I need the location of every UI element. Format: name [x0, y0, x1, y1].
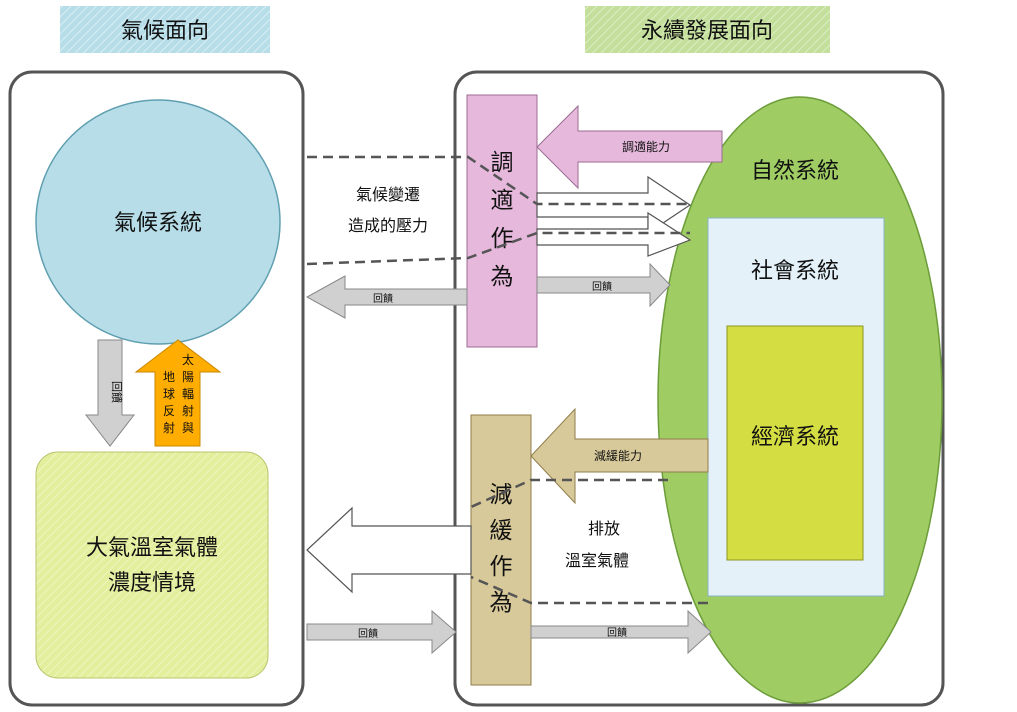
ghg-scenario-label-line2: 濃度情境: [108, 571, 196, 596]
feedback-label-down-1: 回饋: [110, 381, 124, 403]
natural-system-label: 自然系統: [751, 159, 839, 184]
adaptation-char-4: 為: [491, 264, 514, 290]
mitigation-capacity-label: 減緩能力: [594, 448, 642, 463]
adaptation-char-2: 適: [491, 188, 514, 214]
adaptive-capacity-arrow: [536, 104, 723, 190]
economic-system-node: [726, 325, 864, 561]
sustainability-header-label: 永續發展面向: [641, 19, 773, 44]
solar-char-5: 與: [182, 421, 194, 435]
feedback-arrow-adaptation-right: [536, 262, 671, 308]
earth-char-3: 反: [163, 404, 175, 418]
emissions-dashed-bottom: [470, 575, 708, 605]
mitigation-node: [470, 414, 532, 686]
solar-char-3: 輻: [182, 387, 194, 401]
adaptation-node: [466, 94, 538, 348]
earth-char-1: 地: [163, 370, 175, 384]
sustainability-header-box: [585, 6, 830, 53]
adaptation-char-1: 調: [491, 150, 514, 176]
solar-char-4: 射: [182, 403, 194, 418]
feedback-arrow-mitigation-right: [530, 609, 712, 655]
emissions-label-line2: 溫室氣體: [565, 551, 629, 570]
climate-stress-label-line2: 造成的壓力: [348, 216, 428, 235]
climate-stress-label-line1: 氣候變遷: [356, 185, 420, 204]
mitigation-effect-arrow: [306, 506, 472, 594]
mitigation-char-1: 減: [490, 482, 513, 508]
mitigation-char-3: 作: [490, 554, 513, 580]
social-system-label: 社會系統: [751, 259, 839, 284]
feedback-label-to-climate: 回饋: [373, 292, 393, 305]
climate-header-label: 氣候面向: [121, 19, 209, 44]
climate-stress-dashed-bottom: [306, 231, 690, 266]
adaptation-char-3: 作: [491, 226, 514, 252]
feedback-label-adaptation-right: 回饋: [592, 280, 612, 293]
feedback-arrow-ghg-to-mitigation: [306, 609, 457, 655]
mitigation-char-4: 為: [490, 590, 513, 616]
ghg-scenario-node: [35, 451, 269, 679]
mitigation-char-2: 緩: [490, 518, 513, 544]
feedback-arrow-to-climate: [305, 275, 468, 319]
feedback-arrow-down: [84, 339, 136, 447]
climate-header-box: [60, 6, 270, 53]
economic-system-label: 經濟系統: [751, 425, 839, 450]
solar-radiation-arrow: [134, 339, 222, 447]
ghg-scenario-label-line1: 大氣溫室氣體: [86, 536, 218, 561]
solar-char-1: 太: [182, 352, 194, 367]
emissions-dashed-top: [470, 478, 668, 509]
solar-char-2: 陽: [182, 370, 194, 384]
climate-stress-dashed-top: [307, 155, 690, 206]
adaptation-effect-arrow-2: [536, 211, 692, 257]
feedback-label-mitigation-right: 回饋: [607, 626, 627, 639]
adaptive-capacity-label: 調適能力: [622, 139, 670, 154]
climate-system-node: [35, 99, 281, 345]
earth-char-4: 射: [163, 420, 175, 435]
climate-system-label: 氣候系統: [114, 211, 202, 236]
emissions-label-line1: 排放: [588, 519, 620, 538]
earth-char-2: 球: [163, 387, 175, 401]
feedback-label-ghg-to-mitigation: 回饋: [358, 627, 378, 640]
